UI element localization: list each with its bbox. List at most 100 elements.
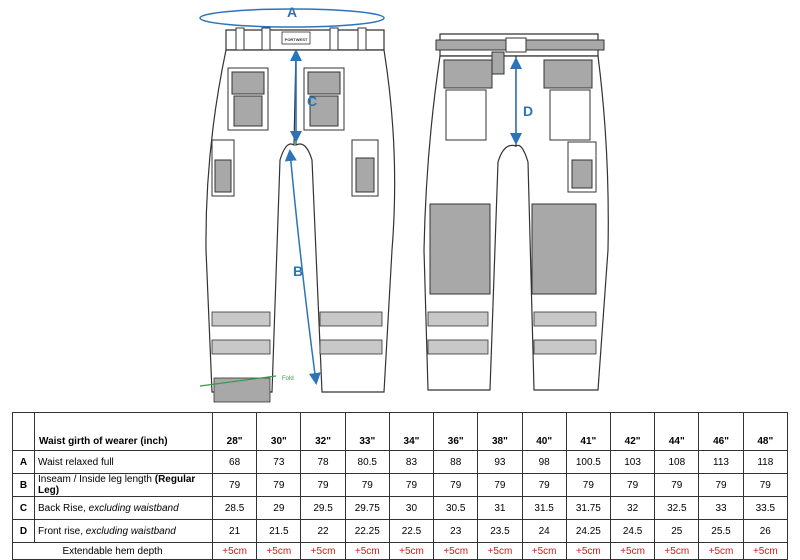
table-row-d: D Front rise, excluding waistband 21 21.… [12, 519, 789, 543]
label-a: A [287, 4, 297, 20]
row-code: A [12, 450, 35, 474]
table-cell: 93 [477, 450, 523, 474]
table-cell: 25.5 [698, 519, 744, 543]
back-belt-loops [235, 27, 367, 51]
label-c: C [307, 93, 317, 109]
table-cell: +5cm [477, 542, 523, 560]
front-reflective-bands [427, 311, 597, 355]
table-cell: 103 [609, 450, 656, 474]
size-header-row: Waist girth of wearer (inch) 28" 30" 32"… [12, 412, 789, 451]
size-header: 34" [388, 412, 435, 451]
front-holster-pockets [443, 59, 597, 193]
table-cell: 113 [698, 450, 744, 474]
table-cell: 24.25 [565, 519, 611, 543]
table-cell: 79 [565, 473, 611, 497]
fold-label: Fold [282, 376, 294, 382]
table-cell: 32.5 [654, 496, 700, 520]
size-header: 40" [521, 412, 567, 451]
row-code: C [12, 496, 35, 520]
back-hem-panel [213, 377, 271, 403]
table-cell: 88 [433, 450, 479, 474]
table-cell: 33 [698, 496, 744, 520]
table-cell: 33.5 [742, 496, 789, 520]
size-header: 46" [698, 412, 744, 451]
table-cell: 68 [211, 450, 258, 474]
table-cell: +5cm [698, 542, 744, 560]
table-cell: 23 [433, 519, 479, 543]
table-cell: 83 [388, 450, 435, 474]
front-belt [435, 37, 605, 75]
table-cell: 79 [344, 473, 390, 497]
back-left-leg [205, 49, 297, 393]
size-chart-table: Waist girth of wearer (inch) 28" 30" 32"… [12, 412, 789, 560]
measure-d: D [510, 57, 533, 145]
table-cell: 79 [300, 473, 346, 497]
row-label-text: Inseam / Inside leg length [38, 474, 155, 486]
label-d: D [523, 103, 533, 119]
size-header: 48" [742, 412, 789, 451]
table-cell: 21.5 [256, 519, 302, 543]
size-header: 30" [256, 412, 302, 451]
table-cell: 79 [654, 473, 700, 497]
table-row-hem: Extendable hem depth +5cm +5cm +5cm +5cm… [12, 542, 789, 560]
trousers-diagram: PORTWEST A C B Fold [199, 4, 609, 403]
table-cell: 24 [521, 519, 567, 543]
table-cell: +5cm [521, 542, 567, 560]
table-cell: +5cm [300, 542, 346, 560]
table-cell: 79 [211, 473, 258, 497]
table-cell: 22.5 [388, 519, 435, 543]
table-cell: 78 [300, 450, 346, 474]
table-cell: 100.5 [565, 450, 611, 474]
table-cell: +5cm [256, 542, 302, 560]
table-cell: 28.5 [211, 496, 258, 520]
table-cell: 30.5 [433, 496, 479, 520]
table-cell: 79 [256, 473, 302, 497]
table-cell: 79 [521, 473, 567, 497]
row-label-italic: excluding waistband [88, 502, 179, 514]
table-cell: 118 [742, 450, 789, 474]
size-header: 42" [609, 412, 656, 451]
table-cell: 25 [654, 519, 700, 543]
table-cell: 108 [654, 450, 700, 474]
row-label-bold: (Regular Leg) [38, 474, 196, 496]
table-cell: 32 [609, 496, 656, 520]
table-cell: 31.5 [521, 496, 567, 520]
row-label: Back Rise, excluding waistband [34, 496, 213, 520]
table-title: Waist girth of wearer (inch) [34, 412, 213, 451]
row-label: Inseam / Inside leg length (Regular Leg) [34, 473, 213, 497]
table-cell: 24.5 [609, 519, 656, 543]
table-row-c: C Back Rise, excluding waistband 28.5 29… [12, 496, 789, 520]
table-cell: +5cm [211, 542, 258, 560]
row-label: Front rise, excluding waistband [34, 519, 213, 543]
front-knee-pads [429, 203, 597, 295]
size-header: 32" [300, 412, 346, 451]
table-cell: +5cm [344, 542, 390, 560]
table-cell: 29.75 [344, 496, 390, 520]
row-label-text: Back Rise, [38, 502, 89, 514]
table-cell: +5cm [433, 542, 479, 560]
table-cell: 73 [256, 450, 302, 474]
table-cell: 79 [742, 473, 789, 497]
table-row-b: B Inseam / Inside leg length (Regular Le… [12, 473, 789, 497]
table-cell: 79 [698, 473, 744, 497]
table-cell: +5cm [609, 542, 656, 560]
row-label-text: Front rise, [38, 525, 86, 537]
row-label-italic: excluding waistband [85, 525, 176, 537]
fold-marker: Fold [199, 375, 294, 387]
size-header: 33" [344, 412, 390, 451]
size-header: 28" [211, 412, 258, 451]
size-header: 41" [565, 412, 611, 451]
table-row-a: A Waist relaxed full 68 73 78 80.5 83 88… [12, 450, 789, 474]
back-reflective-bands [211, 311, 383, 355]
size-header: 38" [477, 412, 523, 451]
table-cell: +5cm [565, 542, 611, 560]
row-code: B [12, 473, 35, 497]
measure-c: C [290, 49, 317, 143]
table-cell: 23.5 [477, 519, 523, 543]
table-cell: 31.75 [565, 496, 611, 520]
table-cell: 79 [433, 473, 479, 497]
table-cell: +5cm [654, 542, 700, 560]
table-cell: 98 [521, 450, 567, 474]
table-cell: 79 [388, 473, 435, 497]
row-code: D [12, 519, 35, 543]
